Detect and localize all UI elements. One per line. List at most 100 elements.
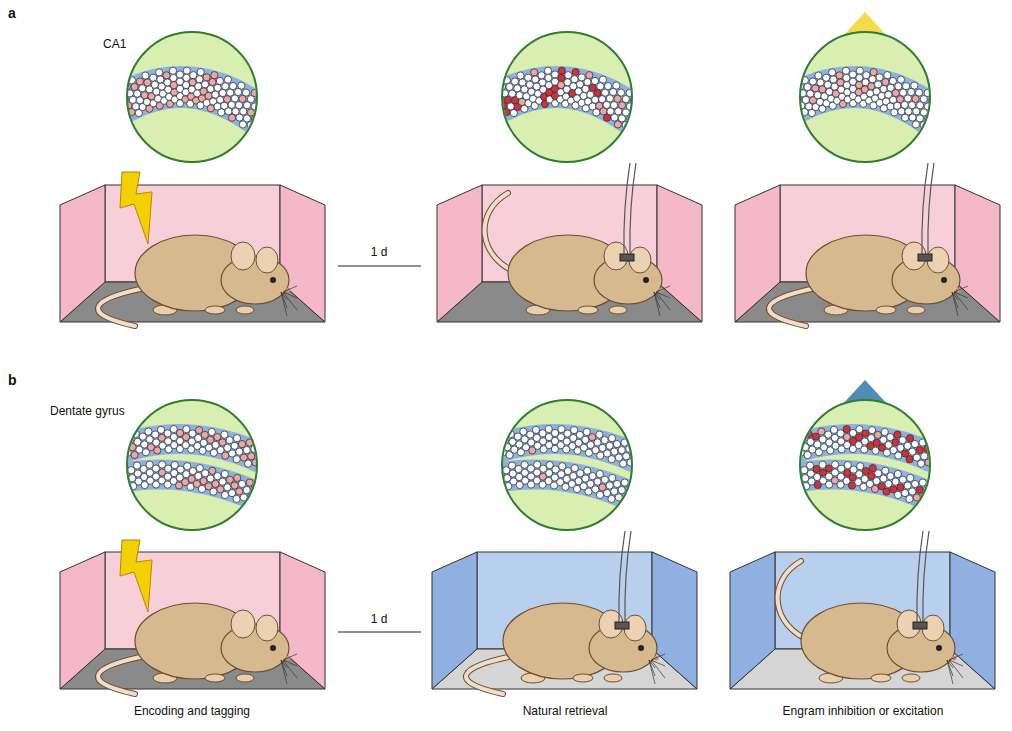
magnified-view (127, 32, 257, 162)
neuron (911, 480, 918, 487)
neuron (932, 444, 939, 451)
neuron (228, 114, 235, 121)
neuron (918, 460, 925, 467)
mouse (98, 603, 297, 694)
magnified-view (127, 400, 257, 530)
magnified-view-outline (502, 400, 632, 530)
shock-bolt (120, 172, 152, 244)
neuron (538, 72, 545, 79)
neuron (631, 110, 638, 117)
mouse (769, 163, 968, 326)
neuron (928, 492, 935, 499)
neuron (243, 486, 250, 493)
neuron (586, 72, 593, 79)
neuron (593, 109, 600, 116)
neuron (238, 480, 245, 487)
neuron (260, 104, 267, 111)
neuron (909, 114, 916, 121)
neuron (634, 444, 641, 451)
neuron (238, 440, 245, 447)
neuron (600, 108, 607, 115)
neuron (493, 89, 500, 96)
side-wall (955, 185, 1000, 322)
neuron (912, 121, 919, 128)
neuron (614, 121, 621, 128)
mouse (485, 163, 670, 316)
neuron (916, 446, 923, 453)
neuron (248, 453, 255, 460)
neuron (222, 452, 229, 459)
neuron (869, 76, 876, 83)
neuron (639, 98, 646, 105)
neuron (497, 441, 504, 448)
neuron (806, 462, 813, 469)
neuron (517, 72, 524, 79)
neuron (919, 479, 926, 486)
neuron (136, 78, 143, 85)
magnified-view-outline (502, 32, 632, 162)
neuron (829, 69, 836, 76)
neuron (508, 462, 515, 469)
neuron (210, 488, 217, 495)
neuron (843, 425, 850, 432)
neuron (608, 495, 615, 502)
neuron (531, 69, 538, 76)
neuron (856, 67, 863, 74)
neuron (812, 85, 819, 92)
mouse (466, 531, 665, 694)
neuron (849, 71, 856, 78)
neuron (932, 484, 939, 491)
magnified-view-outline (800, 400, 930, 530)
neuron (551, 71, 558, 78)
neuron (606, 482, 613, 489)
neuron (894, 431, 901, 438)
neuron (532, 426, 539, 433)
neuron (226, 476, 233, 483)
neuron (169, 67, 176, 74)
time-line (338, 266, 421, 267)
neuron (115, 83, 122, 90)
neuron (634, 484, 641, 491)
neuron (211, 72, 218, 79)
neuron (209, 78, 216, 85)
neuron (916, 486, 923, 493)
neuron (142, 72, 149, 79)
neuron (163, 72, 170, 79)
magnified-view (502, 400, 632, 530)
neuron (880, 105, 887, 112)
neuron (627, 499, 634, 506)
neuron (558, 74, 565, 81)
neuron (635, 104, 642, 111)
neuron (521, 461, 528, 468)
neuron (925, 459, 932, 466)
neuron (609, 474, 616, 481)
neuron (229, 82, 236, 89)
neuron (818, 428, 825, 435)
neuron (252, 499, 259, 506)
neuron (892, 89, 899, 96)
neuron (225, 108, 232, 115)
neuron (139, 85, 146, 92)
neuron (252, 459, 259, 466)
neuron (925, 499, 932, 506)
neuron (176, 71, 183, 78)
neuron (856, 74, 863, 81)
neuron (836, 72, 843, 79)
neuron (599, 76, 606, 83)
neuron (611, 114, 618, 121)
neuron (597, 452, 604, 459)
neuron (219, 89, 226, 96)
neuron (246, 479, 253, 486)
neuron (245, 460, 252, 467)
neuron (843, 74, 850, 81)
neuron (604, 82, 611, 89)
neuron (897, 76, 904, 83)
neuron (933, 104, 940, 111)
neuron (494, 434, 501, 441)
neuron (895, 452, 902, 459)
neuron (218, 109, 225, 116)
neuron (630, 492, 637, 499)
neuron (601, 476, 608, 483)
neuron (150, 74, 157, 81)
